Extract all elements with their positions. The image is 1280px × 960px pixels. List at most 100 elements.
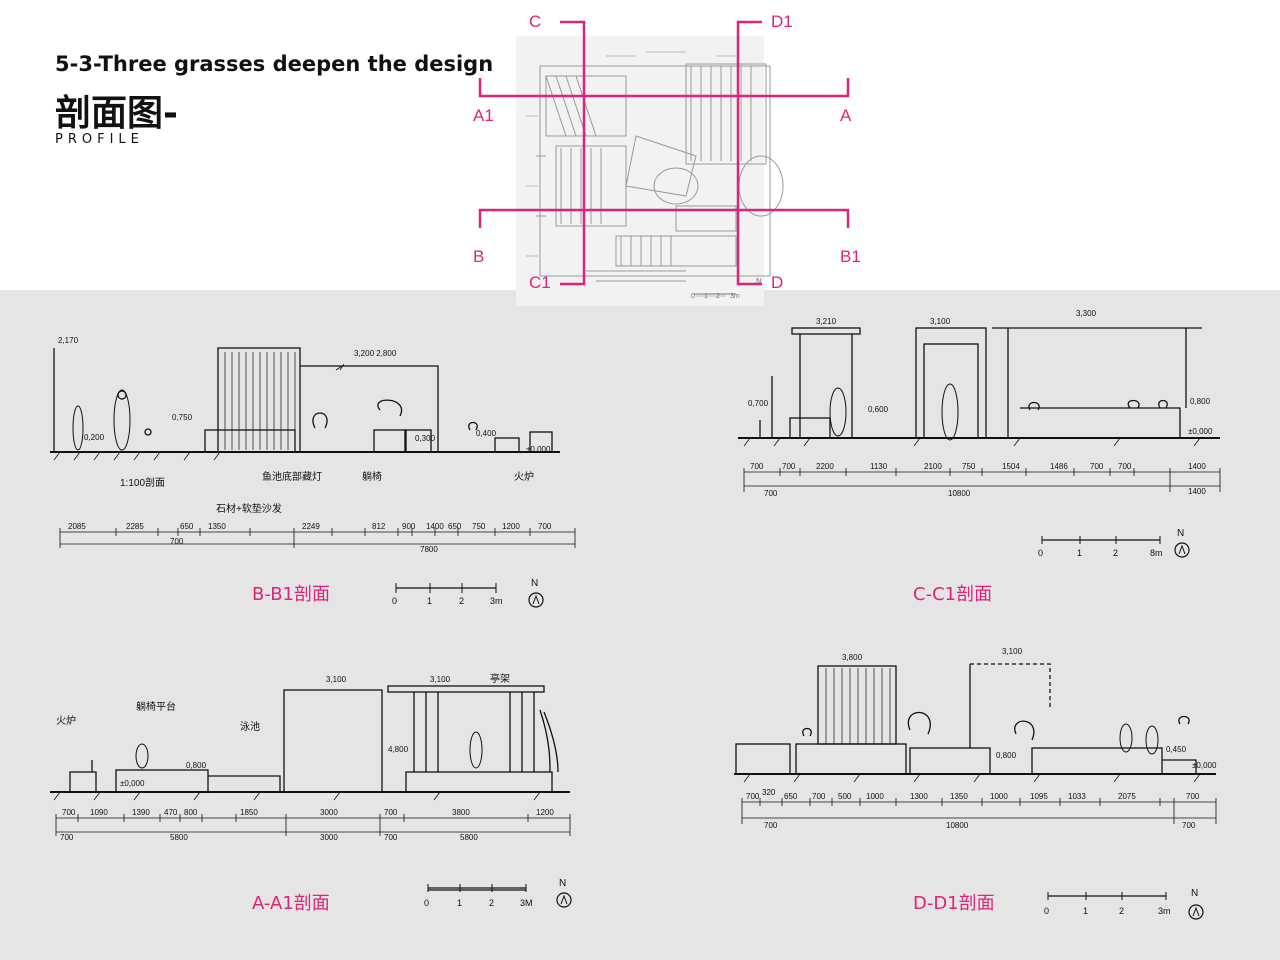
cc1-note-1: 3,100 xyxy=(930,317,951,326)
section-dd1: 3,800 3,100 0,800 0,450 ±0,000 700 320 6… xyxy=(720,640,1240,870)
aa1-scale-bar: 0 1 2 3M N xyxy=(424,878,572,908)
cc1-dim-row2-1: 10800 xyxy=(948,489,971,498)
dd1-dim-0: 700 xyxy=(746,792,760,801)
page-title: 5-3-Three grasses deepen the design xyxy=(55,52,494,76)
aa1-dim-row2-2: 3000 xyxy=(320,833,338,842)
cc1-scale-2: 2 xyxy=(1113,548,1118,558)
key-plan-sketch: 0 1 2 3m N xyxy=(516,36,784,306)
cc1-dim-8: 700 xyxy=(1090,462,1104,471)
aa1-dim-7: 700 xyxy=(384,808,398,817)
aa1-scale-2: 2 xyxy=(489,898,494,908)
cc1-dim-1: 700 xyxy=(782,462,796,471)
aa1-note-8: 亭架 xyxy=(490,672,510,685)
cc1-dim-row2-0: 700 xyxy=(764,489,778,498)
cc1-dim-0: 700 xyxy=(750,462,764,471)
aa1-note-3: 3,100 xyxy=(326,675,347,684)
cc1-dim-3: 1130 xyxy=(870,462,888,471)
aa1-dim-row2-1: 5800 xyxy=(170,833,188,842)
cut-mark-b1: B1 xyxy=(840,247,861,266)
aa1-note-1: 躺椅平台 xyxy=(136,700,176,713)
aa1-dim-9: 1200 xyxy=(536,808,554,817)
aa1-note-4: 3,100 xyxy=(430,675,451,684)
aa1-dim-3: 470 xyxy=(164,808,178,817)
bb1-note-9: 鱼池底部藏灯 xyxy=(262,470,322,483)
cut-mark-a1: A1 xyxy=(473,106,494,125)
bb1-note-11: 火炉 xyxy=(514,471,534,483)
aa1-dim-2: 1390 xyxy=(132,808,150,817)
dd1-dim-7: 1350 xyxy=(950,792,968,801)
cc1-dim-10: 1400 xyxy=(1188,462,1206,471)
bb1-note-10: 躺椅 xyxy=(362,470,382,483)
section-cut-lines xyxy=(478,20,850,286)
bb1-note-0: 2,170 xyxy=(58,336,79,345)
bb1-note-7: 1:100剖面 xyxy=(120,476,165,489)
dd1-dim-6: 1300 xyxy=(910,792,928,801)
cc1-note-4: 0,600 xyxy=(868,405,889,414)
caption-bb1: B-B1剖面 xyxy=(252,584,331,605)
cut-mark-c1: C1 xyxy=(529,273,551,292)
dd1-dim-9: 1095 xyxy=(1030,792,1048,801)
bb1-dim-5: 812 xyxy=(372,522,386,531)
key-plan-north: N xyxy=(756,277,762,286)
bb1-dim-7: 1400 xyxy=(426,522,444,531)
aa1-dim-5: 1850 xyxy=(240,808,258,817)
section-bb1-drawing: 2,170 0,200 0,750 3,200 2,800 0,300 0,40… xyxy=(50,336,576,608)
cc1-north: N xyxy=(1177,528,1184,539)
bb1-dim-3: 1350 xyxy=(208,522,226,531)
cut-mark-a: A xyxy=(840,106,852,125)
aa1-dim-4: 800 xyxy=(184,808,198,817)
cc1-dim-6: 1504 xyxy=(1002,462,1020,471)
aa1-dim-0: 700 xyxy=(62,808,76,817)
bb1-note-8: 石材+软垫沙发 xyxy=(216,502,282,515)
cc1-note-2: 3,300 xyxy=(1076,309,1097,318)
section-bb1: 2,170 0,200 0,750 3,200 2,800 0,300 0,40… xyxy=(40,300,600,608)
caption-aa1: A-A1剖面 xyxy=(252,893,330,914)
aa1-dim-1: 1090 xyxy=(90,808,108,817)
section-aa1-drawing: 火炉 躺椅平台 泳池 3,100 3,100 0,800 ±0,000 4,80… xyxy=(50,672,571,891)
bb1-note-5: 0,400 xyxy=(476,429,497,438)
bb1-dim-row2-1: 7800 xyxy=(420,545,438,554)
bb1-scale-1: 1 xyxy=(427,596,432,606)
dd1-dim-5: 1000 xyxy=(866,792,884,801)
dd1-scale-3: 3m xyxy=(1158,906,1171,916)
cc1-note-6: ±0,000 xyxy=(1188,427,1213,436)
bb1-scale-2: 2 xyxy=(459,596,464,606)
dd1-dim-row2-1: 10800 xyxy=(946,821,969,830)
cc1-dim-2: 2200 xyxy=(816,462,834,471)
dd1-note-2: 0,800 xyxy=(996,751,1017,760)
bb1-note-3: 3,200 2,800 xyxy=(354,349,397,358)
cut-mark-d: D xyxy=(771,273,784,292)
page-title-chinese: 剖面图- xyxy=(55,93,178,134)
bb1-dim-8: 650 xyxy=(448,522,462,531)
bb1-scale-3: 3m xyxy=(490,596,503,606)
dd1-dim-10: 1033 xyxy=(1068,792,1086,801)
bb1-dim-11: 700 xyxy=(538,522,552,531)
bb1-dim-4: 2249 xyxy=(302,522,320,531)
dd1-dim-8: 1000 xyxy=(990,792,1008,801)
aa1-note-5: 0,800 xyxy=(186,761,207,770)
dd1-scale-2: 2 xyxy=(1119,906,1124,916)
cc1-dim-row2-2: 1400 xyxy=(1188,487,1206,496)
bb1-note-4: 0,300 xyxy=(415,434,436,443)
bb1-scale-0: 0 xyxy=(392,596,397,606)
bb1-note-1: 0,200 xyxy=(84,433,105,442)
dd1-note-0: 3,800 xyxy=(842,653,863,662)
aa1-scale-3: 3M xyxy=(520,898,533,908)
cc1-dim-9: 700 xyxy=(1118,462,1132,471)
dd1-note-1: 3,100 xyxy=(1002,647,1023,656)
aa1-dim-row2-3: 700 xyxy=(384,833,398,842)
bb1-note-2: 0,750 xyxy=(172,413,193,422)
aa1-note-0: 火炉 xyxy=(56,715,76,727)
aa1-scale-0: 0 xyxy=(424,898,429,908)
bb1-dim-2: 650 xyxy=(180,522,194,531)
cc1-note-3: 0,700 xyxy=(748,399,769,408)
aa1-north: N xyxy=(559,878,566,889)
cut-mark-c: C xyxy=(529,12,542,31)
aa1-scale-1: 1 xyxy=(457,898,462,908)
caption-cc1: C-C1剖面 xyxy=(913,584,993,605)
cc1-note-5: 0,800 xyxy=(1190,397,1211,406)
bb1-dim-row2-0: 700 xyxy=(170,537,184,546)
dd1-note-4: ±0,000 xyxy=(1192,761,1217,770)
key-plan-scale-3: 3m xyxy=(730,293,740,300)
key-plan-scale-1: 1 xyxy=(704,293,708,300)
